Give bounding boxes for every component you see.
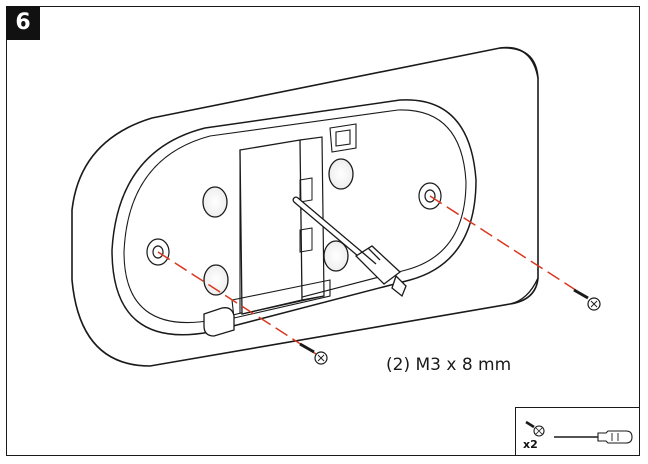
hardware-label: (2) M3 x 8 mm <box>386 355 512 375</box>
top-tab <box>329 123 357 153</box>
screw-left <box>299 342 328 365</box>
screw-right <box>573 288 601 311</box>
screw-quantity: x2 <box>523 438 538 451</box>
screw-icon <box>525 420 545 437</box>
screwdriver-icon <box>554 430 633 444</box>
guide-lines <box>157 195 589 355</box>
tool-legend-box <box>515 407 640 456</box>
housing-rim <box>499 47 539 305</box>
step-number-badge: 6 <box>6 6 40 40</box>
cable-connector <box>354 245 407 298</box>
side-clip <box>203 307 235 337</box>
mount-holes <box>202 158 354 296</box>
